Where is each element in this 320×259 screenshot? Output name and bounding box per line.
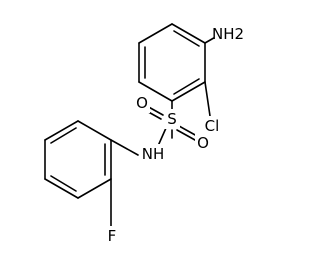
bond-ring1-double-1	[173, 30, 200, 47]
atom-labels: NH2 Cl S O O NH F	[104, 24, 244, 246]
bond-ring2-c1-c2	[77, 120, 112, 141]
chemical-structure: NH2 Cl S O O NH F	[44, 23, 244, 246]
bond-ring2-c4-c5	[44, 178, 79, 199]
bond-n-ring2	[110, 139, 139, 156]
bond-ring2-double-1	[50, 127, 77, 144]
bond-ring1-c1-c2	[171, 23, 206, 44]
bond-ring1-c3-c4	[171, 81, 206, 102]
bond-s-o-lower-a	[178, 125, 198, 137]
atom-label-nh: NH	[142, 145, 165, 163]
bond-ring1-c4-c5	[138, 81, 173, 102]
bonds	[44, 23, 220, 228]
bond-ring2-double-2	[50, 175, 77, 192]
atom-label-o-upper: O	[136, 94, 148, 112]
bond-s-n-diag	[157, 127, 167, 147]
bond-s-o-lower-b	[176, 129, 196, 141]
bond-ring1-double-2	[173, 78, 200, 95]
atom-label-o-lower: O	[197, 134, 209, 152]
atom-label-f: F	[108, 227, 117, 245]
atom-label-cl: Cl	[205, 117, 220, 135]
bond-c-cl	[204, 81, 211, 117]
atom-label-s: S	[167, 110, 177, 128]
atom-label-nh2: NH2	[212, 25, 244, 43]
bond-ring1-c6-c1	[138, 23, 173, 44]
bond-ring2-c5-c6	[77, 178, 112, 199]
bond-ring2-c2-c3	[44, 120, 79, 141]
